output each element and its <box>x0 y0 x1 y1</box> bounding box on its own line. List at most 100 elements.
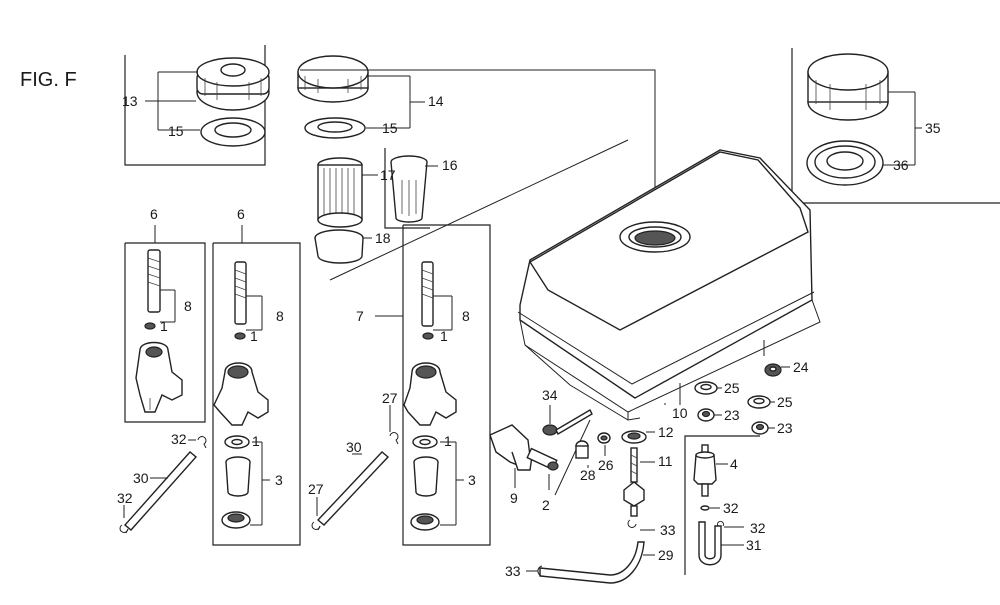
callout-1-right-b: 1 <box>444 433 452 449</box>
part-washer-12 <box>621 430 647 444</box>
part-knob-9 <box>489 424 533 471</box>
part-washer-1-left <box>144 322 156 330</box>
box-cap-13 <box>124 45 266 166</box>
callout-3-center: 3 <box>275 472 283 488</box>
callout-33-lower: 33 <box>505 563 521 579</box>
callout-30-left: 30 <box>133 470 149 486</box>
callout-9: 9 <box>510 490 518 506</box>
callout-8-right: 8 <box>462 308 470 324</box>
callout-32-lower: 32 <box>117 490 133 506</box>
group-right-hardware: 24 25 25 23 23 <box>694 340 809 436</box>
part-clip-33-lower <box>537 565 545 577</box>
group-cap-35: 35 36 <box>791 48 1000 204</box>
part-fuel-cap-13 <box>196 57 270 111</box>
part-washer-1-center-a <box>234 332 246 340</box>
part-fuel-cup-3-right <box>413 456 439 497</box>
group-valve-left: 6 8 1 <box>124 206 206 423</box>
callout-2: 2 <box>542 497 550 513</box>
part-screw-34 <box>542 409 593 436</box>
part-clip-32-lower <box>119 524 129 534</box>
callout-16: 16 <box>442 157 458 173</box>
callout-34: 34 <box>542 387 558 403</box>
callout-17: 17 <box>380 167 396 183</box>
part-fuel-tube-30-center <box>316 451 390 526</box>
group-tube-left: 30 32 32 <box>117 431 207 534</box>
part-o-ring-center <box>221 511 251 529</box>
callout-27-upper: 27 <box>382 390 398 406</box>
callout-30-center: 30 <box>346 439 362 455</box>
part-strainer-17 <box>317 157 363 228</box>
part-clip-32-filter <box>700 505 710 511</box>
callout-1-right-a: 1 <box>440 328 448 344</box>
part-washer-1-right-a <box>422 332 434 340</box>
callout-23-left: 23 <box>724 407 740 423</box>
part-damper-24 <box>763 340 782 377</box>
callout-6-left: 6 <box>150 206 158 222</box>
part-o-ring-right <box>410 513 440 531</box>
callout-1-center-b: 1 <box>252 433 260 449</box>
part-washer-25-left <box>694 381 718 395</box>
callout-25-left: 25 <box>724 380 740 396</box>
part-fuel-cap-35 <box>807 53 889 121</box>
callout-33-upper: 33 <box>660 522 676 538</box>
callout-28: 28 <box>580 467 596 483</box>
callout-6-center: 6 <box>237 206 245 222</box>
group-valve-center: 6 8 1 1 3 <box>212 206 301 546</box>
part-nut-23-right <box>751 421 769 435</box>
callout-4: 4 <box>730 456 738 472</box>
callout-26: 26 <box>598 457 614 473</box>
part-fuel-cap-14 <box>297 55 369 103</box>
part-valve-body-center <box>213 362 269 426</box>
callout-29: 29 <box>658 547 674 563</box>
part-valve-lever-8-left <box>147 249 161 313</box>
callout-1-left: 1 <box>160 318 168 334</box>
part-gasket-15-center <box>304 117 366 139</box>
callout-13: 13 <box>122 93 138 109</box>
part-valve-body-left <box>135 341 183 413</box>
callout-27-lower: 27 <box>308 481 324 497</box>
callout-14: 14 <box>428 93 444 109</box>
group-filter-4: 4 32 32 31 <box>684 435 766 575</box>
group-cap-14: 14 15 17 16 18 <box>297 55 656 281</box>
part-fuel-valve-11 <box>623 447 645 517</box>
part-washer-25-right <box>747 395 771 409</box>
callout-25-right: 25 <box>777 394 793 410</box>
callout-36: 36 <box>893 157 909 173</box>
part-fuel-filter-4 <box>693 444 717 497</box>
part-valve-body-right <box>403 362 457 426</box>
figure-title: FIG. F <box>20 69 77 91</box>
part-strainer-16 <box>390 155 428 223</box>
part-nut-26 <box>597 432 611 444</box>
callout-1-center-a: 1 <box>250 328 258 344</box>
callout-10: 10 <box>672 405 688 421</box>
part-clip-27-upper <box>389 432 399 445</box>
callout-23-right: 23 <box>777 420 793 436</box>
group-bottom-parts: 9 2 34 28 26 12 <box>489 387 676 584</box>
part-valve-lever-8-right <box>421 261 434 327</box>
callout-15-center: 15 <box>382 120 398 136</box>
part-gasket-15 <box>200 117 266 147</box>
callout-32-filter: 32 <box>723 500 739 516</box>
group-cap-13: 13 15 <box>122 45 270 166</box>
part-clip-33-upper <box>627 519 637 528</box>
callout-8-left: 8 <box>184 298 192 314</box>
part-fuel-tube-29 <box>539 541 645 584</box>
box-strainer-16 <box>384 148 430 229</box>
callout-3-right: 3 <box>468 472 476 488</box>
callout-11: 11 <box>658 453 673 469</box>
callout-35: 35 <box>925 120 941 136</box>
callout-12: 12 <box>658 424 674 440</box>
part-fuel-tube-30-left <box>123 451 198 531</box>
part-tube-31 <box>698 521 722 566</box>
part-nut-23-left <box>697 408 715 422</box>
callout-24: 24 <box>793 359 809 375</box>
callout-18: 18 <box>375 230 391 246</box>
callout-32-tube: 32 <box>750 520 766 536</box>
group-tube-center: 30 27 27 <box>308 390 399 531</box>
group-valve-right: 7 8 1 1 3 <box>356 224 491 546</box>
part-clip-32-upper <box>197 436 207 449</box>
part-clip-32-tube <box>717 520 724 527</box>
part-bolt-2 <box>526 447 559 471</box>
part-washer-28 <box>575 440 589 459</box>
